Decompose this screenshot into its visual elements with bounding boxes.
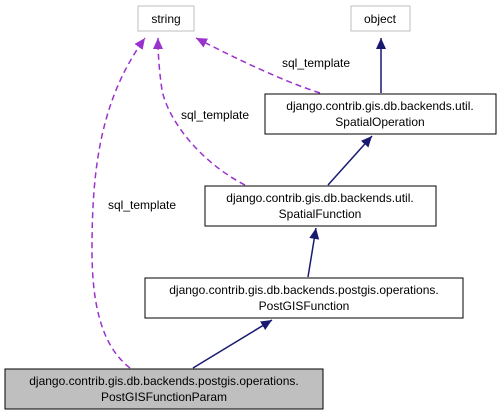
edge-postgisfunction-to-spatialfunction: [307, 227, 320, 278]
node-spatial-operation[interactable]: django.contrib.gis.db.backends.util. Spa…: [264, 93, 497, 135]
node-postgis-function-param[interactable]: django.contrib.gis.db.backends.postgis.o…: [4, 368, 324, 410]
edge-postgisfunctionparam-to-postgisfunction: [192, 319, 273, 369]
node-object-label: object: [364, 12, 397, 26]
edge-label-sql-template-postgisfunctionparam: sql_template: [108, 198, 176, 212]
node-spatial-function-line1: django.contrib.gis.db.backends.util.: [226, 191, 413, 205]
edge-label-sql-template-spatialfunction: sql_template: [181, 108, 249, 122]
node-postgis-function-line2: PostGISFunction: [259, 299, 350, 313]
edge-label-sql-template-spatialoperation: sql_template: [282, 56, 350, 70]
node-spatial-operation-line2: SpatialOperation: [335, 115, 424, 129]
edge-spatialfunction-to-spatialoperation: [327, 135, 373, 186]
node-postgis-function[interactable]: django.contrib.gis.db.backends.postgis.o…: [144, 277, 464, 319]
node-object[interactable]: object: [350, 5, 411, 32]
node-spatial-operation-line1: django.contrib.gis.db.backends.util.: [286, 99, 473, 113]
node-postgis-function-param-line1: django.contrib.gis.db.backends.postgis.o…: [29, 374, 299, 388]
edge-spatialoperation-to-string: [195, 37, 321, 94]
node-spatial-function-line2: SpatialFunction: [279, 207, 362, 221]
node-postgis-function-line1: django.contrib.gis.db.backends.postgis.o…: [169, 283, 439, 297]
node-string[interactable]: string: [137, 5, 195, 32]
node-spatial-function[interactable]: django.contrib.gis.db.backends.util. Spa…: [204, 185, 437, 227]
edge-spatialfunction-to-string: [153, 37, 246, 186]
node-string-label: string: [151, 12, 180, 26]
node-postgis-function-param-line2: PostGISFunctionParam: [101, 390, 227, 404]
edge-postgisfunctionparam-to-string: [91, 37, 146, 369]
